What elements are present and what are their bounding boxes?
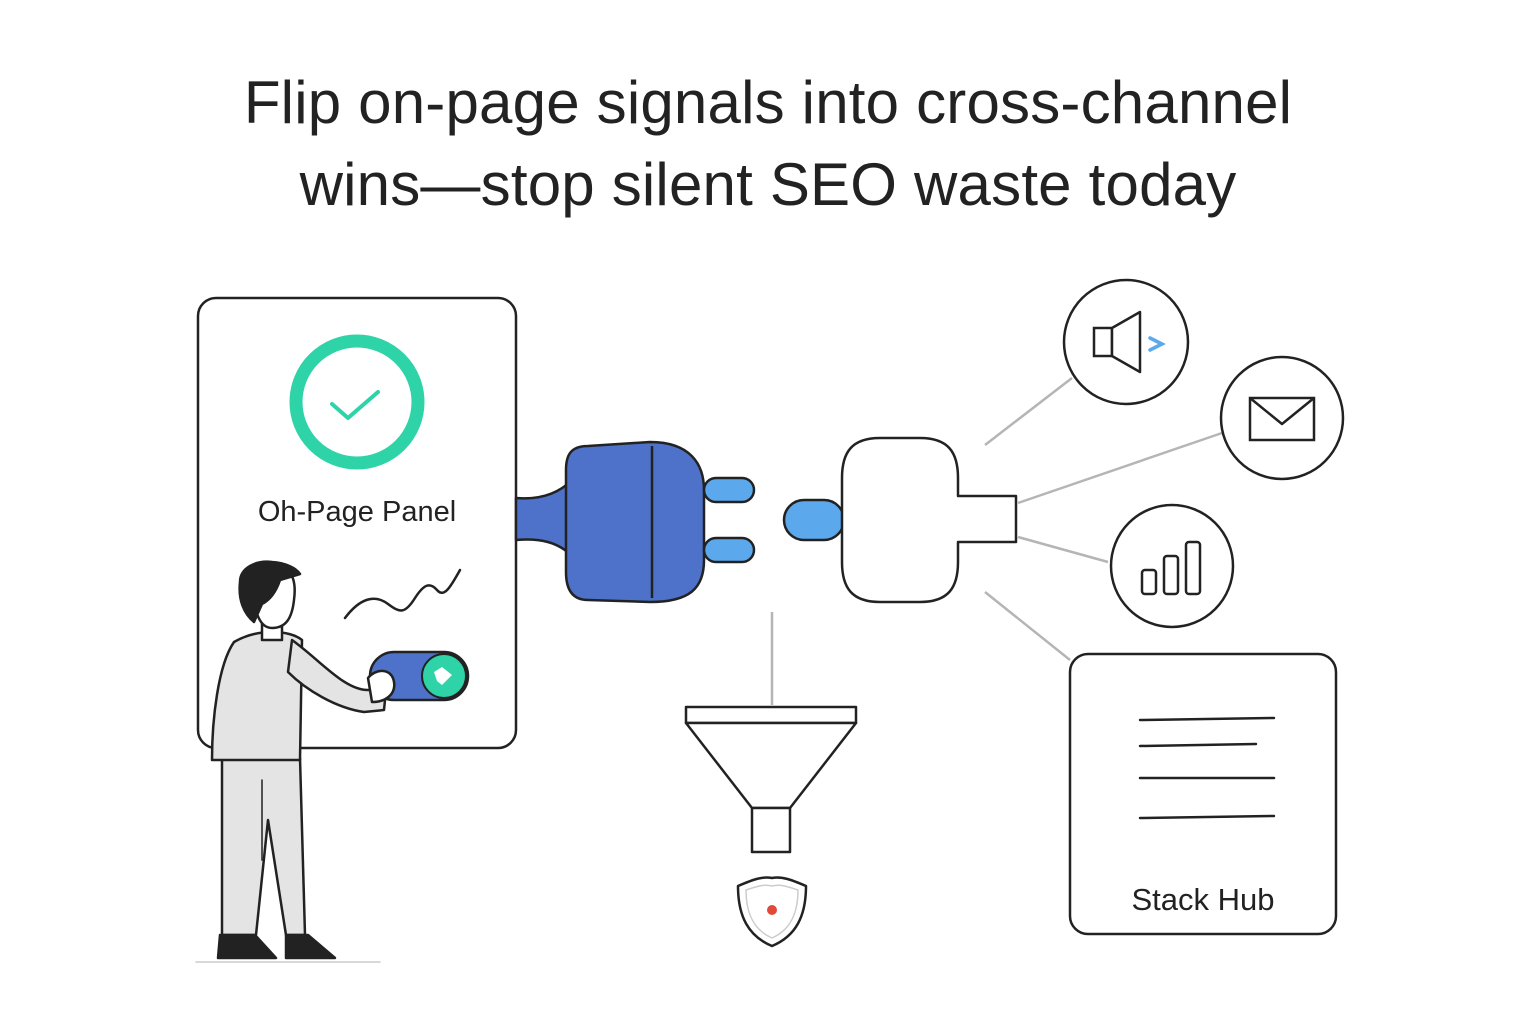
socket-body — [840, 436, 1018, 604]
blue-plug — [514, 440, 756, 604]
stack-hub-card — [1068, 652, 1338, 936]
funnel-icon — [684, 705, 858, 854]
socket-prong — [782, 498, 846, 542]
person-figure — [195, 560, 396, 963]
hub-line-1 — [1138, 716, 1276, 722]
person-legs — [220, 756, 307, 937]
toggle-switch[interactable] — [368, 650, 470, 702]
person-hair — [238, 560, 302, 624]
person-hand — [366, 669, 396, 704]
shield-icon — [736, 876, 808, 948]
person-arm — [286, 638, 388, 714]
connector-to-bar-chart — [1017, 535, 1109, 564]
signal-squiggle — [343, 568, 462, 620]
plug-body — [564, 440, 706, 604]
connector-lines — [770, 377, 1223, 705]
plug-cable — [514, 478, 574, 558]
plug-prong-top — [702, 476, 756, 504]
person-left-shoe — [216, 933, 278, 960]
hub-line-2 — [1138, 742, 1258, 748]
megaphone-icon — [1062, 278, 1190, 406]
bar-chart-icon — [1109, 503, 1235, 629]
headline-line-2: wins—stop silent SEO waste today — [299, 151, 1237, 218]
connector-to-stack-hub — [984, 591, 1071, 661]
headline-line-1: Flip on-page signals into cross-channel — [243, 69, 1293, 136]
connector-to-megaphone — [984, 377, 1073, 446]
hub-label: Stack Hub — [1131, 882, 1275, 917]
plug-prong-bottom — [702, 536, 756, 564]
envelope-icon — [1219, 355, 1345, 481]
socket-connector — [782, 436, 1018, 604]
panel-label: Oh-Page Panel — [257, 496, 457, 528]
headline: Flip on-page signals into cross-channel … — [0, 62, 1536, 226]
hub-line-4 — [1138, 814, 1276, 820]
person-right-shoe — [284, 933, 337, 960]
connector-to-envelope — [1017, 431, 1223, 505]
check-circle-icon — [289, 334, 425, 470]
